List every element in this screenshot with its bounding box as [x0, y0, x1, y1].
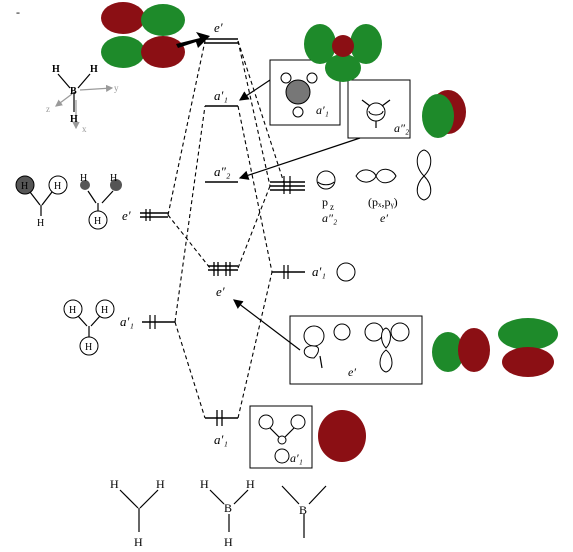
inset-box-a2: a″₂	[347, 79, 411, 139]
svg-text:B: B	[224, 501, 232, 515]
atom-h: H	[70, 114, 78, 125]
atom-h: H	[110, 173, 117, 184]
pointer-arrow	[176, 32, 210, 48]
s-symmetry-label: a′₁	[312, 264, 326, 279]
svg-text:H: H	[110, 477, 119, 491]
atom-h: H	[52, 64, 60, 75]
orbital-render-a1-low	[318, 410, 366, 462]
pz-symmetry-label: a″₂	[322, 211, 337, 225]
orbital-render-a1-upper	[304, 24, 382, 82]
bottom-h3-structure: H H H	[110, 477, 165, 549]
svg-text:H: H	[156, 477, 165, 491]
orbital-render-top-e	[101, 2, 185, 68]
svg-text:H: H	[200, 477, 209, 491]
atom-h: H	[80, 173, 87, 184]
svg-text:B: B	[299, 503, 307, 517]
boron-p-orbitals: p z a″₂ (pₓ,pᵧ) e′	[270, 149, 432, 225]
inset-box-e-mid: e′	[289, 315, 423, 385]
atom-b: B	[70, 86, 77, 97]
atom-h: H	[85, 342, 92, 353]
axis-label-z: z	[46, 104, 50, 114]
atom-h: H	[69, 305, 76, 316]
bh3-levels: e′ a′₁ a″₂ e′ a′₁	[205, 20, 238, 447]
bottom-b-structure: B	[281, 485, 327, 538]
corner-mark: -	[16, 5, 20, 19]
axis-label-y: y	[114, 83, 119, 93]
pxpy-symmetry-label: e′	[380, 211, 388, 225]
h3-a1-fragment: H H H a′₁	[63, 299, 175, 356]
level-label-top-e: e′	[214, 20, 223, 35]
boron-s-orbital: a′₁	[272, 262, 356, 282]
level-label-a2: a″₂	[214, 164, 231, 179]
svg-text:a″₂: a″₂	[394, 121, 409, 135]
inset-box-a1-upper: a′₁	[269, 59, 341, 126]
atom-h: H	[54, 181, 61, 192]
h3-e-label: e′	[122, 208, 131, 223]
atom-h: H	[37, 218, 44, 229]
correlation-lines	[167, 40, 286, 419]
h3-e-fragment: H H H H H H e′	[15, 173, 168, 230]
atom-h: H	[21, 181, 28, 192]
orbital-render-a2	[422, 90, 466, 138]
orbital-render-e-mid	[432, 318, 558, 377]
atom-h: H	[90, 64, 98, 75]
svg-text:H: H	[246, 477, 255, 491]
axis-label-x: x	[82, 124, 87, 134]
svg-text:a′₁: a′₁	[290, 451, 303, 465]
svg-text:e′: e′	[348, 365, 356, 379]
level-label-a1-low: a′₁	[214, 432, 228, 447]
bottom-bh3-structure: H H B H	[200, 477, 255, 549]
svg-text:H: H	[134, 535, 143, 549]
inset-box-a1-low: a′₁	[249, 405, 313, 469]
svg-text:H: H	[224, 535, 233, 549]
atom-h: H	[94, 216, 101, 227]
level-label-a1-upper: a′₁	[214, 88, 228, 103]
atom-h: H	[101, 305, 108, 316]
h3-a1-label: a′₁	[120, 314, 134, 329]
level-label-e-mid: e′	[216, 284, 225, 299]
pz-label-sub: z	[330, 202, 334, 212]
pxpy-label: (pₓ,pᵧ)	[368, 195, 398, 209]
svg-text:a′₁: a′₁	[316, 103, 329, 117]
axis-molecule: H H B H y z x	[46, 64, 119, 134]
pz-label-p: p	[322, 195, 328, 209]
